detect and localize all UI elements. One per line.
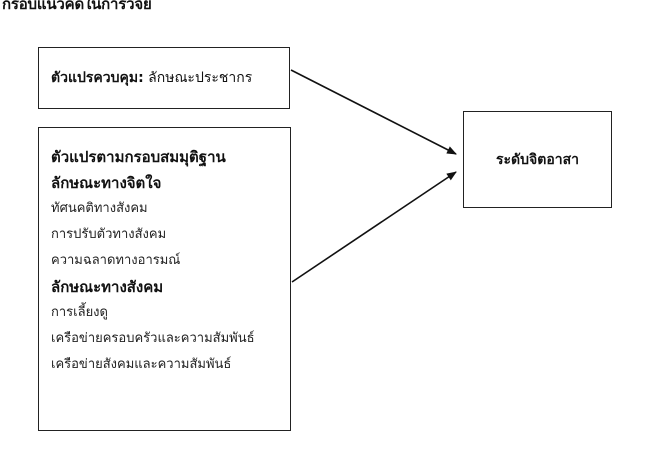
control-to-outcome-arrow [290, 69, 457, 155]
hypothesis-variables-heading: ตัวแปรตามกรอบสมมุติฐาน [51, 148, 226, 166]
social-group-heading: ลักษณะทางสังคม [51, 278, 164, 296]
diagram-title: กรอบแนวคิดในการวิจัย [2, 0, 152, 13]
social-item: เครือข่ายครอบครัวและความสัมพันธ์ [51, 331, 255, 346]
hypothesis-variables-list: ตัวแปรตามกรอบสมมุติฐาน ลักษณะทางจิตใจ ทั… [51, 144, 255, 378]
control-variable-line: ตัวแปรควบคุม: ลักษณะประชากร [51, 67, 252, 89]
control-variable-value: ลักษณะประชากร [148, 70, 253, 86]
control-variable-box: ตัวแปรควบคุม: ลักษณะประชากร [38, 47, 290, 109]
psychological-item: ทัศนคติทางสังคม [51, 201, 148, 216]
outcome-variable-box: ระดับจิตอาสา [463, 111, 612, 208]
hypothesis-variables-box: ตัวแปรตามกรอบสมมุติฐาน ลักษณะทางจิตใจ ทั… [38, 127, 291, 431]
social-item: เครือข่ายสังคมและความสัมพันธ์ [51, 357, 232, 372]
psychological-group-heading: ลักษณะทางจิตใจ [51, 174, 162, 192]
psychological-item: ความฉลาดทางอารมณ์ [51, 253, 181, 268]
outcome-variable-label: ระดับจิตอาสา [496, 152, 579, 168]
social-item: การเลี้ยงดู [51, 305, 108, 320]
control-variable-label: ตัวแปรควบคุม: [51, 70, 144, 86]
psychological-item: การปรับตัวทางสังคม [51, 227, 167, 242]
hypothesis-to-outcome-arrow [291, 171, 457, 283]
